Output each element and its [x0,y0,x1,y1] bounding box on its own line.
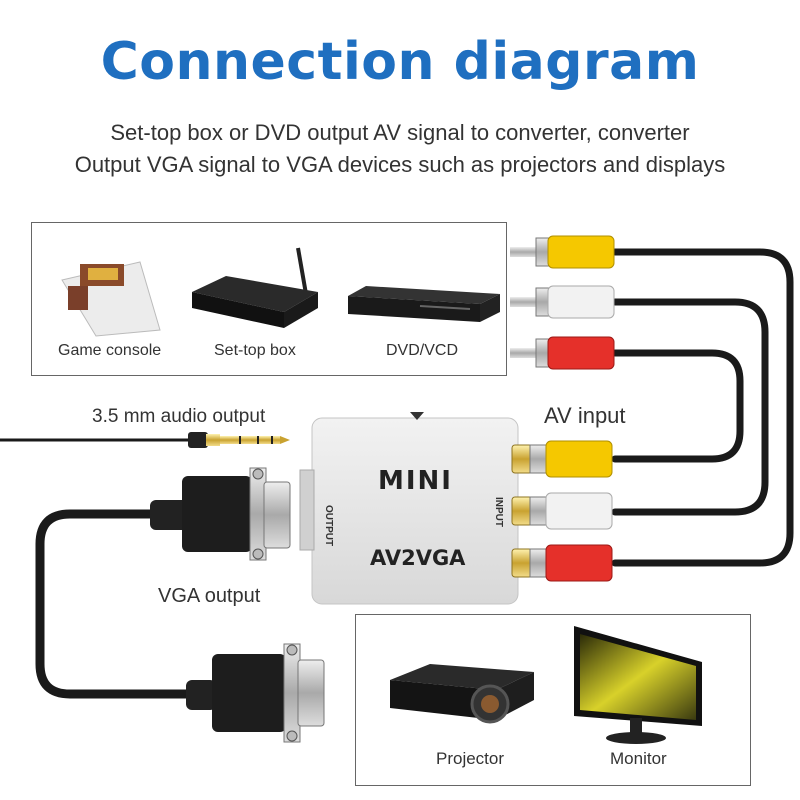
monitor-icon [574,626,702,744]
rca-cables [611,248,794,567]
rca-plug-yellow-input [529,440,613,478]
vga-plug-bottom [186,643,325,743]
page-title: Connection diagram [100,32,700,92]
source-label-game-console: Game console [58,342,162,359]
game-console-icon [61,261,161,337]
rca-plug-red-top [510,336,615,370]
output-label-monitor: Monitor [610,749,667,768]
rca-plug-red-input [529,544,613,582]
converter-output-port-label: OUTPUT [323,505,334,547]
audio-jack-plug [188,432,290,448]
vga-output-label: VGA output [158,585,261,607]
dvd-player-icon [348,286,500,322]
yellow-cable-loop [611,349,744,463]
rca-plug-white-top [510,285,615,319]
converter-brand-label: MINI [378,466,453,496]
vga-plug-top [150,467,291,561]
av-input-label: AV input [544,403,626,428]
subtitle-line-2: Output VGA signal to VGA devices such as… [74,152,726,177]
rca-plug-white-input [529,492,613,530]
projector-icon [390,664,534,724]
output-label-projector: Projector [436,749,505,768]
white-cable-loop [611,298,769,516]
converter-input-port-label: INPUT [493,497,504,527]
av2vga-converter [299,412,535,605]
rca-plug-yellow-top [510,235,615,269]
source-label-set-top-box: Set-top box [214,342,296,359]
audio-output-label: 3.5 mm audio output [92,406,266,427]
set-top-box-icon [192,247,318,328]
red-cable-loop [611,248,794,567]
subtitle-line-1: Set-top box or DVD output AV signal to c… [110,120,690,145]
source-label-dvd-vcd: DVD/VCD [386,342,459,359]
converter-model-label: AV2VGA [370,546,466,570]
vga-cable [35,509,190,699]
